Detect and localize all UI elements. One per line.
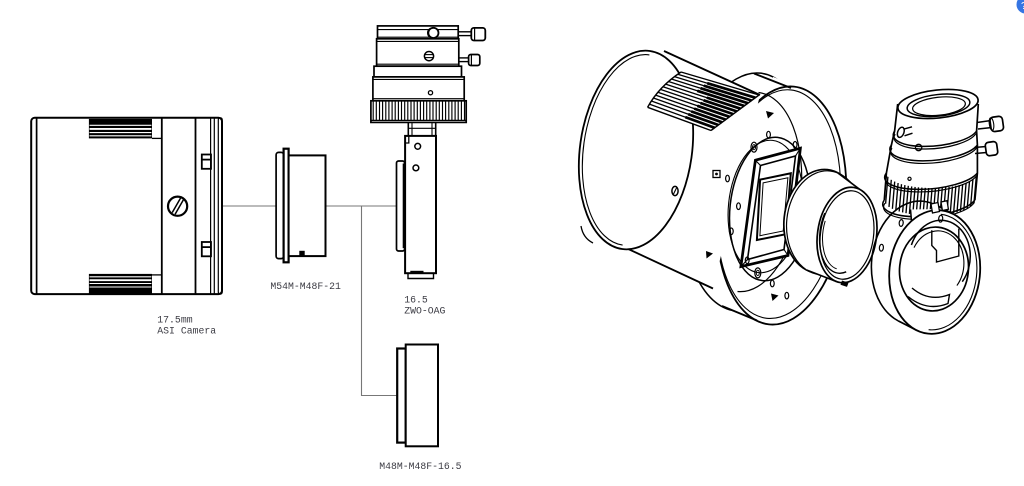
svg-text:17.5mm: 17.5mm (157, 315, 192, 326)
svg-text:M54M-M48F-21: M54M-M48F-21 (270, 281, 341, 292)
svg-text:ZWO-OAG: ZWO-OAG (404, 305, 445, 316)
svg-text:?: ? (1021, 1, 1024, 12)
svg-text:16.5: 16.5 (404, 294, 428, 305)
svg-text:ASI Camera: ASI Camera (157, 326, 216, 337)
svg-text:M48M-M48F-16.5: M48M-M48F-16.5 (379, 461, 461, 472)
